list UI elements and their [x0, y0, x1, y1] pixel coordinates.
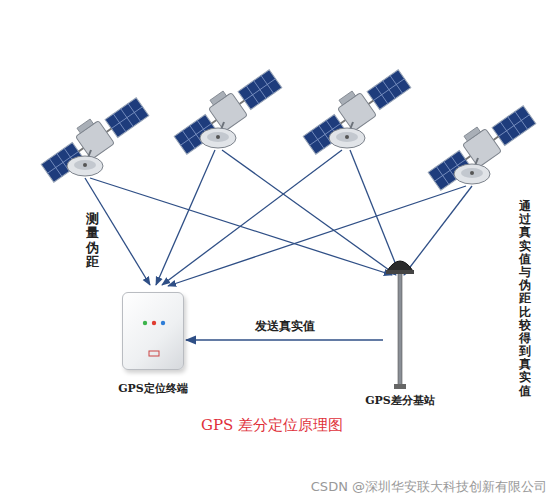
status-led: [161, 321, 165, 325]
satellite: [169, 62, 284, 156]
satellite: [298, 62, 413, 156]
satellite: [36, 90, 151, 184]
signal-lines: [85, 150, 472, 286]
terminal-face: [123, 293, 185, 371]
satellite: [423, 98, 538, 192]
signal-line: [404, 186, 472, 275]
watermark: CSDN @深圳华安联大科技创新有限公司: [311, 478, 547, 496]
antenna-pole: [398, 273, 402, 387]
signal-line: [162, 150, 342, 285]
connector-arrow: [186, 339, 383, 340]
node-label: GPS定位终端: [118, 381, 188, 396]
gps-base-station: GPS差分基站: [385, 255, 415, 390]
signal-line: [168, 186, 466, 286]
port: [149, 351, 159, 356]
antenna-base: [386, 270, 414, 274]
node-label: GPS差分基站: [365, 393, 435, 408]
signal-line: [222, 150, 396, 275]
figure-caption: GPS 差分定位原理图: [201, 416, 343, 435]
correction-note: 通过真实值与伪距比较得到真实值: [519, 200, 531, 398]
antenna-symbol: [385, 255, 415, 390]
antenna-dome: [387, 261, 413, 271]
signal-line: [350, 150, 400, 275]
pseudorange-note: 测量伪距: [86, 212, 99, 269]
pole-foot: [394, 384, 406, 389]
signal-line: [156, 150, 215, 285]
status-led: [143, 321, 147, 325]
status-led: [152, 321, 156, 325]
gps-terminal: GPS定位终端: [122, 292, 184, 370]
edge-label: 发送真实值: [252, 318, 318, 335]
